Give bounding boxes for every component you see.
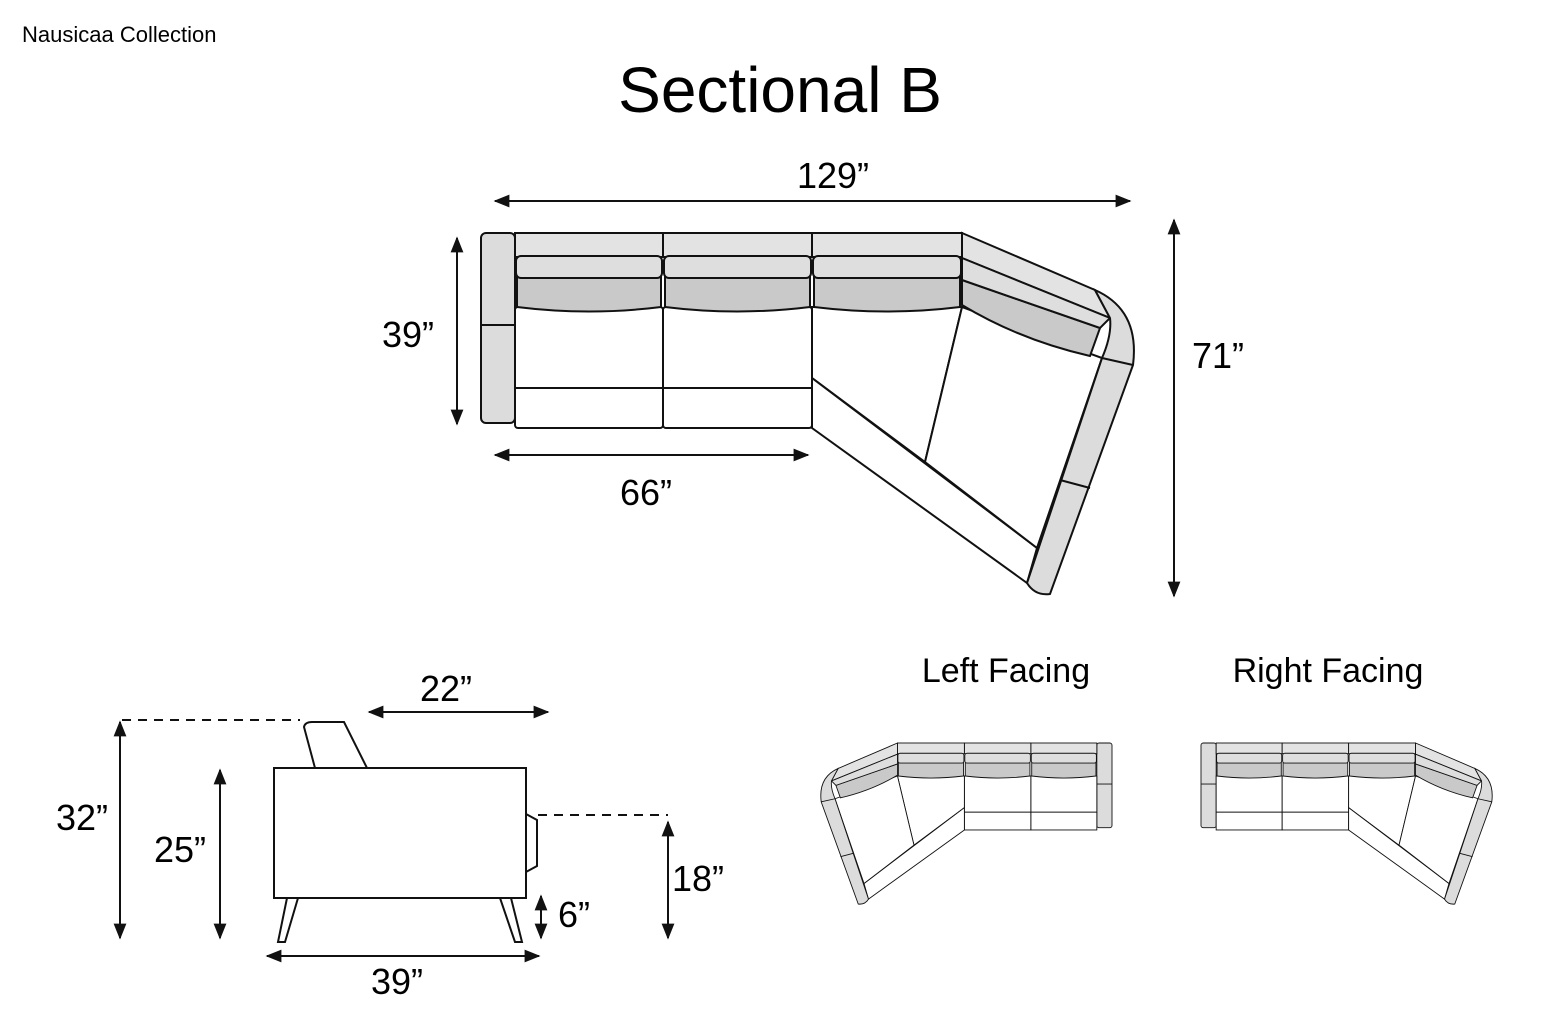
side-depth-label: 39” — [371, 961, 423, 1002]
seat-module-3 — [811, 232, 964, 464]
right-curved-arm — [1025, 287, 1135, 596]
back-leg — [498, 897, 524, 943]
back-depth-label: 22” — [420, 668, 472, 709]
overall-width-label: 129” — [797, 155, 869, 196]
headrest — [302, 721, 369, 769]
left-arm — [480, 232, 516, 424]
seat-module-1 — [514, 232, 664, 429]
arm-height-label: 25” — [154, 829, 206, 870]
leg-height-label: 6” — [558, 894, 590, 935]
corner-wedge-module — [923, 231, 1113, 550]
brand-name: Nausicaa Collection — [22, 22, 216, 47]
total-height-label: 32” — [56, 797, 108, 838]
seat-height-label: 18” — [672, 858, 724, 899]
top-view-sectional — [480, 231, 1135, 596]
section-width-label: 66” — [620, 472, 672, 513]
overall-depth-label: 71” — [1192, 335, 1244, 376]
left-facing-thumbnail — [820, 742, 1113, 905]
depth-label: 39” — [382, 314, 434, 355]
side-body — [273, 767, 527, 899]
right-facing-thumbnail — [1200, 742, 1493, 905]
seat-module-2 — [662, 232, 813, 429]
side-view-sectional — [273, 721, 538, 943]
front-leg — [276, 897, 300, 943]
footrest-edge — [525, 812, 538, 874]
right-facing-label: Right Facing — [1233, 652, 1424, 690]
page-title: Sectional B — [618, 54, 942, 126]
left-facing-label: Left Facing — [922, 652, 1090, 690]
